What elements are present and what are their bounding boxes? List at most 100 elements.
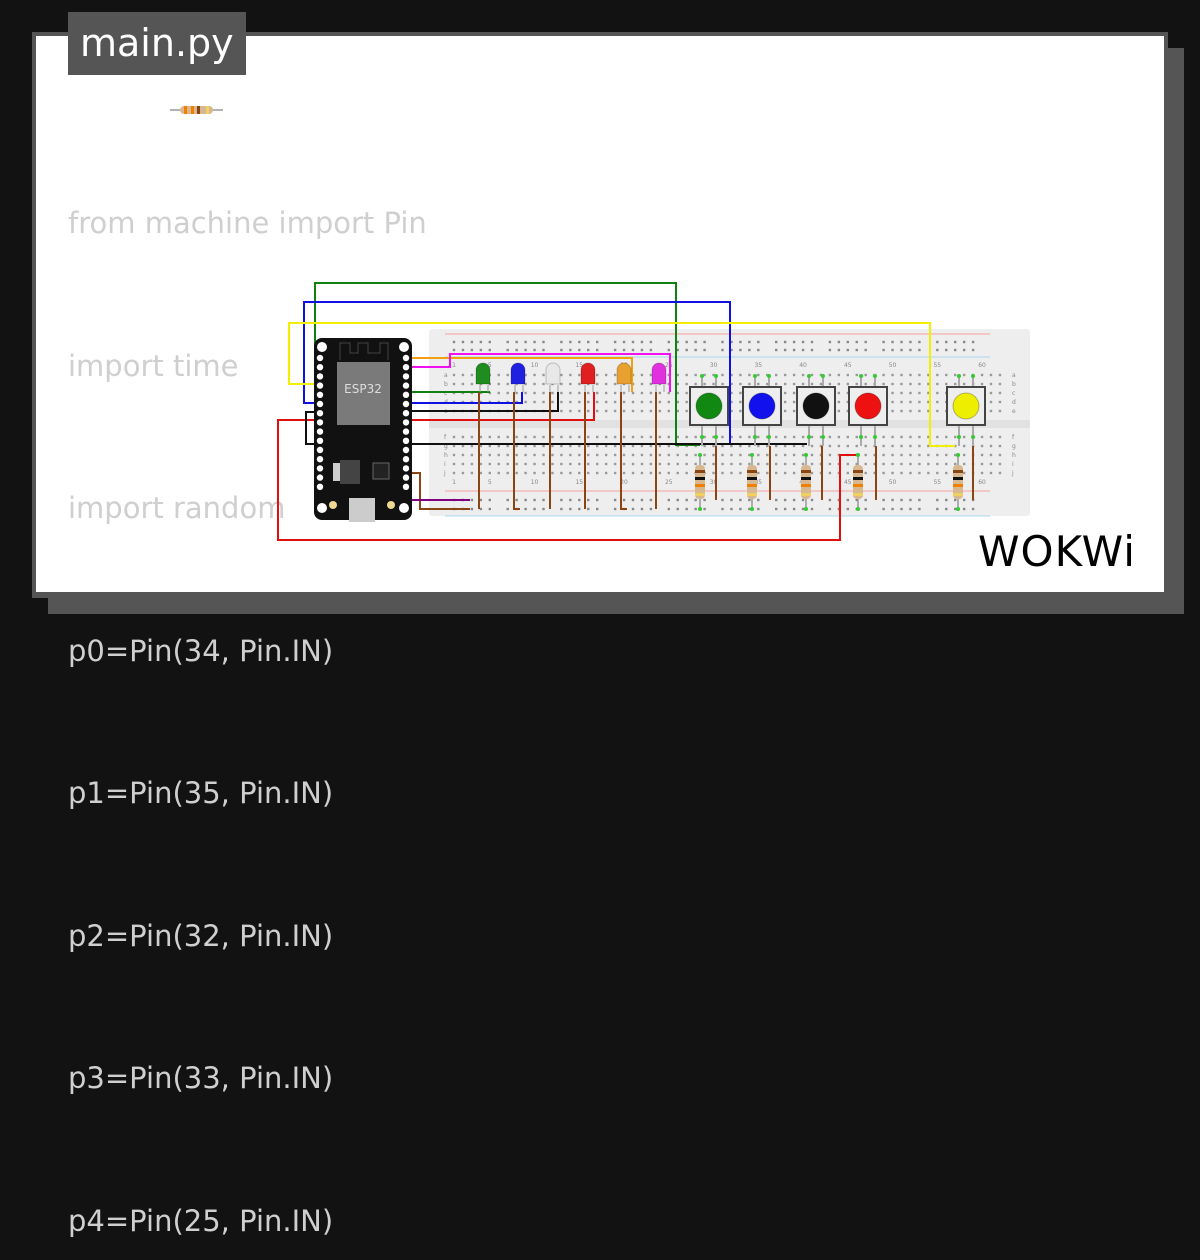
column-label: 45 bbox=[844, 362, 852, 369]
file-tab[interactable]: main.py bbox=[68, 12, 246, 75]
row-label: a bbox=[444, 372, 448, 379]
wire-brown-gnd bbox=[406, 472, 470, 510]
pushbuttons[interactable] bbox=[689, 374, 986, 446]
column-label: 30 bbox=[710, 479, 718, 486]
column-label: 35 bbox=[754, 362, 762, 369]
pin bbox=[316, 382, 324, 389]
column-label: 5 bbox=[488, 479, 492, 486]
circuit-canvas[interactable]: 1155101015152020252530303535404045455050… bbox=[0, 0, 1200, 630]
resistor[interactable] bbox=[953, 453, 963, 511]
row-label: h bbox=[444, 452, 448, 459]
pin bbox=[402, 483, 410, 490]
column-label: 15 bbox=[575, 479, 583, 486]
column-label: 20 bbox=[620, 479, 628, 486]
column-label: 35 bbox=[754, 479, 762, 486]
pin bbox=[316, 391, 324, 398]
column-label: 30 bbox=[710, 362, 718, 369]
resistors[interactable] bbox=[695, 453, 963, 511]
pin bbox=[316, 465, 324, 472]
leds[interactable] bbox=[475, 362, 667, 392]
pin bbox=[316, 446, 324, 454]
white-led[interactable] bbox=[545, 362, 561, 392]
pin bbox=[402, 382, 410, 389]
yellow-button[interactable] bbox=[946, 374, 986, 446]
column-label: 5 bbox=[488, 362, 492, 369]
pin bbox=[316, 364, 324, 371]
row-label: i bbox=[444, 461, 446, 468]
resistor[interactable] bbox=[853, 453, 863, 511]
resistor[interactable] bbox=[695, 453, 705, 511]
pin bbox=[402, 437, 410, 444]
red-button[interactable] bbox=[848, 374, 888, 446]
row-label: b bbox=[444, 381, 448, 388]
wire-magenta bbox=[406, 353, 671, 392]
pin bbox=[316, 474, 324, 481]
code-line: p1=Pin(35, Pin.IN) bbox=[68, 776, 334, 810]
loose-resistor[interactable] bbox=[170, 106, 223, 114]
magenta-led[interactable] bbox=[651, 362, 667, 392]
row-label: f bbox=[444, 434, 447, 441]
green-button[interactable] bbox=[689, 374, 729, 446]
row-label: d bbox=[1012, 399, 1016, 406]
row-label: j bbox=[1011, 470, 1014, 477]
red-led[interactable] bbox=[580, 362, 596, 392]
pin bbox=[402, 474, 410, 481]
wokwi-logo: WOKWi bbox=[978, 527, 1136, 576]
row-label: c bbox=[1012, 390, 1015, 397]
pin bbox=[316, 373, 324, 380]
column-label: 1 bbox=[452, 479, 456, 486]
column-label: 25 bbox=[665, 479, 673, 486]
resistor[interactable] bbox=[801, 453, 811, 511]
pin bbox=[402, 446, 410, 454]
pin bbox=[402, 428, 410, 435]
column-label: 15 bbox=[575, 362, 583, 369]
code-line: p0=Pin(34, Pin.IN) bbox=[68, 633, 334, 668]
column-label: 40 bbox=[799, 362, 807, 369]
black-button[interactable] bbox=[796, 374, 836, 446]
pin bbox=[316, 419, 324, 426]
blue-button[interactable] bbox=[742, 374, 782, 446]
code-line: p4=Pin(25, Pin.IN) bbox=[68, 1203, 334, 1238]
row-label: i bbox=[1012, 461, 1014, 468]
green-led[interactable] bbox=[475, 362, 491, 392]
esp32-label: ESP32 bbox=[344, 382, 382, 396]
blue-led[interactable] bbox=[510, 362, 526, 392]
pin bbox=[316, 437, 324, 444]
wire-red-led bbox=[406, 392, 595, 421]
resistor[interactable] bbox=[747, 453, 757, 511]
column-label: 1 bbox=[452, 362, 456, 369]
pin bbox=[316, 428, 324, 435]
wire-black-left bbox=[305, 411, 807, 445]
row-label: h bbox=[1012, 452, 1016, 459]
pin bbox=[402, 354, 410, 362]
pin bbox=[402, 364, 410, 371]
row-label: c bbox=[444, 390, 447, 397]
column-label: 55 bbox=[933, 362, 941, 369]
pin bbox=[402, 373, 410, 380]
row-label: a bbox=[1012, 372, 1016, 379]
column-label: 25 bbox=[665, 362, 673, 369]
esp32-pins bbox=[316, 354, 410, 490]
pin bbox=[316, 354, 324, 362]
pin bbox=[402, 400, 410, 408]
code-line: p3=Pin(33, Pin.IN) bbox=[68, 1061, 334, 1095]
breadboard-labels: 1155101015152020252530303535404045455050… bbox=[443, 362, 1016, 486]
column-label: 60 bbox=[978, 362, 986, 369]
column-label: 55 bbox=[933, 479, 941, 486]
row-label: b bbox=[1012, 381, 1016, 388]
wire-orange bbox=[406, 357, 633, 392]
code-line: import time bbox=[68, 348, 239, 383]
esp32-board[interactable]: ESP32 bbox=[314, 338, 412, 522]
code-line: import random bbox=[68, 491, 286, 525]
pin bbox=[402, 465, 410, 472]
wire-black-led bbox=[406, 392, 559, 412]
row-label: g bbox=[444, 443, 448, 450]
pin bbox=[402, 391, 410, 398]
orange-led[interactable] bbox=[616, 362, 632, 392]
column-label: 10 bbox=[531, 362, 539, 369]
row-label: f bbox=[1012, 434, 1015, 441]
row-label: e bbox=[1012, 408, 1016, 415]
pin bbox=[402, 419, 410, 426]
pin bbox=[402, 410, 410, 417]
wire-blue-led bbox=[406, 392, 523, 404]
